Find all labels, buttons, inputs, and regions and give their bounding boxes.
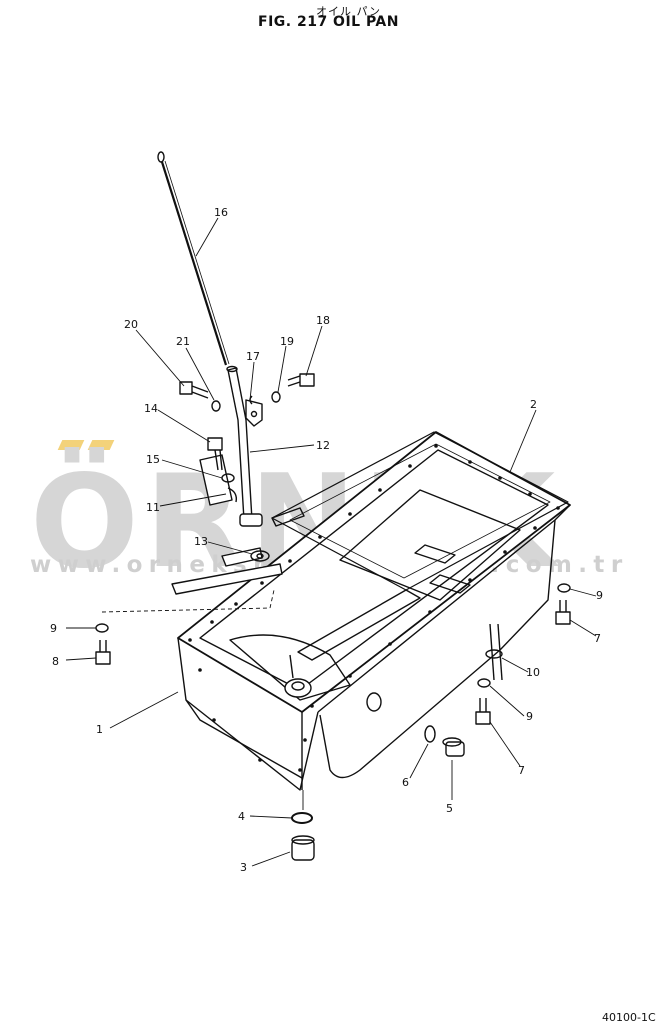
label-5: 5 — [446, 802, 453, 815]
washer-21 — [211, 400, 221, 412]
dipstick — [157, 151, 230, 366]
bolt-20 — [179, 381, 209, 399]
o-ring-4 — [291, 812, 313, 824]
label-7-right: 7 — [594, 632, 601, 645]
figure-title: FIG. 217 OIL PAN — [258, 14, 399, 30]
clamp — [199, 454, 233, 506]
washer-19 — [271, 391, 281, 403]
washer-13 — [250, 550, 270, 562]
label-18: 18 — [316, 314, 330, 327]
drawing-reference: 40100-1C — [602, 1011, 656, 1024]
label-4: 4 — [238, 810, 245, 823]
label-9-lower: 9 — [526, 710, 533, 723]
washer-9-left — [95, 623, 109, 633]
label-17: 17 — [246, 350, 260, 363]
title-japanese: オイル パン — [316, 5, 382, 18]
label-13: 13 — [194, 535, 208, 548]
tube-10 — [485, 623, 503, 681]
plate — [171, 563, 283, 595]
washer-9-right — [557, 583, 571, 593]
label-15: 15 — [146, 453, 160, 466]
dipstick-guide — [226, 365, 263, 527]
bolt-18 — [287, 373, 315, 387]
bracket — [245, 399, 263, 427]
gasket — [271, 431, 569, 661]
label-20: 20 — [124, 318, 138, 331]
bolt-7-lower — [475, 698, 491, 725]
bolt-8 — [95, 640, 111, 665]
gasket-6 — [424, 725, 436, 743]
drain-plug-3 — [291, 835, 315, 861]
label-19: 19 — [280, 335, 294, 348]
bolt-7-right — [555, 600, 571, 625]
label-16: 16 — [214, 206, 228, 219]
label-21: 21 — [176, 335, 190, 348]
label-11: 11 — [146, 501, 160, 514]
plug-5 — [442, 737, 465, 757]
bolt-14 — [207, 437, 223, 471]
oil-pan — [177, 431, 571, 791]
label-8: 8 — [52, 655, 59, 668]
label-12: 12 — [316, 439, 330, 452]
washer-9-lower — [477, 678, 491, 688]
label-9-left: 9 — [50, 622, 57, 635]
label-6: 6 — [402, 776, 409, 789]
leader-lines — [65, 217, 597, 867]
label-10: 10 — [526, 666, 540, 679]
label-7-lower: 7 — [518, 764, 525, 777]
label-2: 2 — [530, 398, 537, 411]
label-14: 14 — [144, 402, 158, 415]
flange-holes — [188, 444, 560, 772]
label-3: 3 — [240, 861, 247, 874]
label-9-right: 9 — [596, 589, 603, 602]
label-1: 1 — [96, 723, 103, 736]
